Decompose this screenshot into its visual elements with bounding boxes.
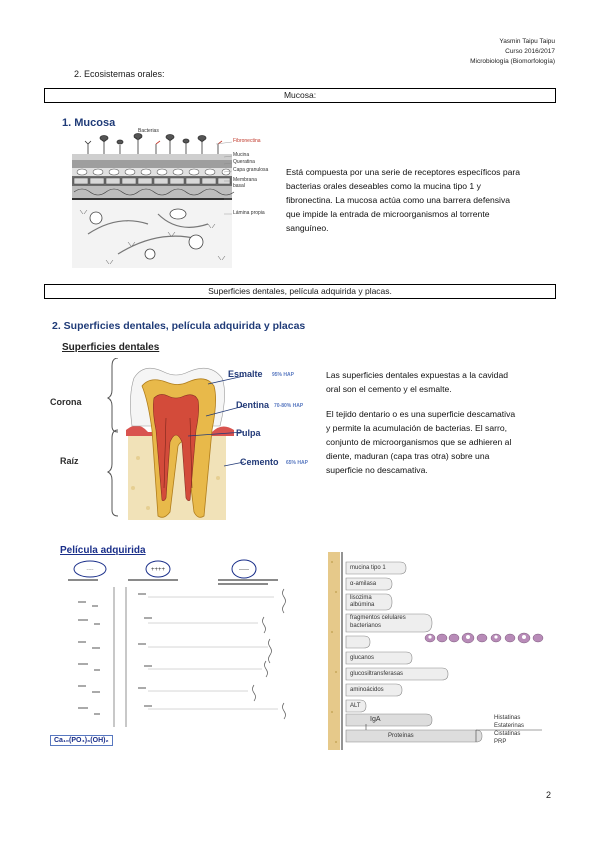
list-item: lisozima — [350, 595, 372, 601]
mucosa-figure: 1. Mucosa Bacterias Fibronectina Mucina … — [58, 114, 270, 272]
mucosa-line: Está compuesta por una serie de receptor… — [286, 167, 521, 177]
svg-text:++++: ++++ — [151, 567, 166, 573]
header-course: Curso 2016/2017 — [505, 48, 555, 55]
list-item: albúmina — [350, 602, 375, 608]
label-lamina-propia: Lámina propia — [233, 210, 265, 216]
tooth-paragraph-2: El tejido dentario o es una superficie d… — [326, 407, 558, 477]
tooth-line: Las superficies dentales expuestas a la … — [326, 370, 509, 380]
section-heading: 2. Ecosistemas orales: — [74, 69, 165, 79]
list-item: aminoácidos — [350, 687, 384, 693]
tooth-figure-subtitle: Superficies dentales — [62, 342, 160, 353]
side-list-item: PRP — [494, 739, 507, 745]
list-item: mucina tipo 1 — [350, 565, 386, 571]
page-header: Yasmin Taipu Taipu Curso 2016/2017 Micro… — [470, 37, 555, 67]
box-mucosa: Mucosa: — [44, 88, 556, 103]
mucosa-line: que impide la entrada de microorganismos… — [286, 209, 490, 219]
side-list-item: Cistatinas — [494, 731, 521, 737]
label-fibronectina: Fibronectina — [233, 138, 261, 144]
side-list-item: Histatinas — [494, 715, 521, 721]
list-item: glucosiltransferasas — [350, 671, 404, 677]
tooth-line: El tejido dentario o es una superficie d… — [326, 409, 516, 419]
tooth-line: superficie no descamativa. — [326, 465, 428, 475]
list-item: Proteínas — [388, 733, 414, 739]
svg-text:-----: ----- — [239, 567, 249, 573]
label-bacterias: Bacterias — [138, 128, 159, 134]
list-figure: mucina tipo 1 α-amilasa lisozima albúmin… — [326, 552, 556, 750]
label-corona: Corona — [50, 397, 82, 407]
label-queratina: Queratina — [233, 159, 255, 165]
mucosa-illustration — [72, 133, 235, 268]
tooth-line: oral son el cemento y el esmalte. — [326, 384, 452, 394]
list-illustration — [328, 552, 544, 750]
pelicula-formula: Ca₁₀(PO₄)₆(OH)₂ — [50, 735, 113, 746]
side-list: Histatinas Estaterinas Cistatinas PRP — [494, 714, 524, 746]
list-item: bacterianos — [350, 623, 382, 629]
label-raiz: Raíz — [60, 456, 79, 466]
header-author: Yasmin Taipu Taipu — [499, 38, 555, 45]
label-mucina: Mucina — [233, 152, 250, 158]
list-item: ALT — [350, 703, 361, 709]
label-capa-granulosa: Capa granulosa — [233, 167, 269, 173]
page-number: 2 — [545, 790, 551, 800]
label-esmalte: Esmalte — [228, 369, 263, 379]
mucosa-figure-title: 1. Mucosa — [62, 117, 116, 129]
tooth-illustration — [106, 358, 245, 520]
box-superficies: Superficies dentales, película adquirida… — [44, 284, 556, 299]
pelicula-figure-title: Película adquirida — [60, 545, 146, 556]
label-pulpa: Pulpa — [236, 428, 261, 438]
tooth-line: conjunto de microorganismos que se adhie… — [326, 437, 512, 447]
mucosa-line: bacterias orales deseables como la mucin… — [286, 181, 481, 191]
list-item: fragmentos celulares — [350, 615, 406, 621]
tooth-figure: 2. Superficies dentales, película adquir… — [48, 318, 320, 520]
tooth-line: diente, maduran (capa tras otra) sobre u… — [326, 451, 490, 461]
list-item: glucanos — [350, 655, 375, 661]
svg-text:~~~: ~~~ — [86, 567, 94, 572]
label-esmalte-pct: 95% HAP — [272, 372, 294, 378]
tooth-figure-title: 2. Superficies dentales, película adquir… — [52, 320, 306, 332]
pelicula-illustration: ~~~ ++++ ----- — [68, 559, 286, 727]
label-dentina: Dentina — [236, 400, 270, 410]
list-item: IgA — [370, 716, 381, 723]
label-cemento: Cemento — [240, 457, 279, 467]
label-membrana-basal: Membrana basal — [233, 177, 257, 189]
tooth-paragraph-1: Las superficies dentales expuestas a la … — [326, 368, 558, 396]
tooth-line: y permite la acumulación de bacterias. E… — [326, 423, 508, 433]
mucosa-line: sanguíneo. — [286, 223, 329, 233]
header-subject: Microbiología (Biomorfología) — [470, 58, 555, 65]
mucosa-line: fibronectina. La mucosa actúa como una b… — [286, 195, 511, 205]
label-dentina-pct: 70-80% HAP — [274, 403, 304, 409]
label-cemento-pct: 65% HAP — [286, 460, 308, 466]
mucosa-paragraph: Está compuesta por una serie de receptor… — [286, 165, 556, 235]
pelicula-figure: Película adquirida ~~~ ++++ ----- — [48, 543, 300, 751]
list-item: α-amilasa — [350, 581, 377, 587]
side-list-item: Estaterinas — [494, 723, 525, 729]
